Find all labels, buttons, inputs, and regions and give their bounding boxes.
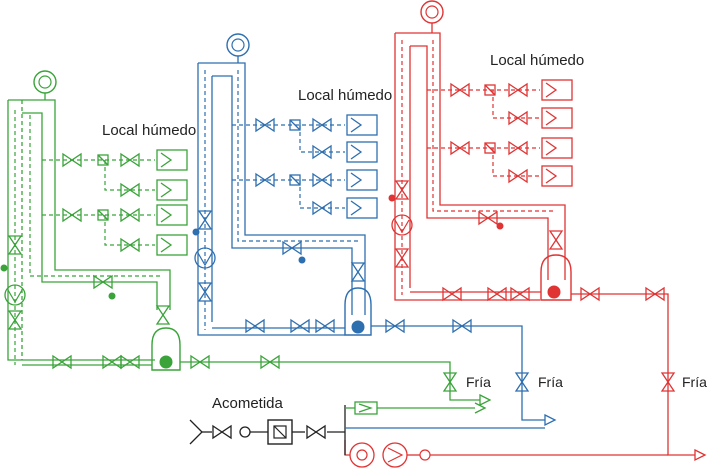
label-local-humedo-red: Local húmedo [490, 52, 584, 69]
red-system [344, 0, 707, 468]
green-system [0, 70, 492, 407]
label-local-humedo-blue: Local húmedo [298, 87, 392, 104]
acometida-line [189, 405, 346, 455]
label-fria-green: Fría [466, 374, 491, 390]
blue-system [192, 33, 557, 427]
label-acometida: Acometida [212, 395, 284, 412]
label-local-humedo-green: Local húmedo [102, 122, 196, 139]
label-fria-blue: Fría [538, 374, 563, 390]
label-fria-red: Fría [682, 374, 707, 390]
acometida-green-branch [345, 401, 487, 415]
